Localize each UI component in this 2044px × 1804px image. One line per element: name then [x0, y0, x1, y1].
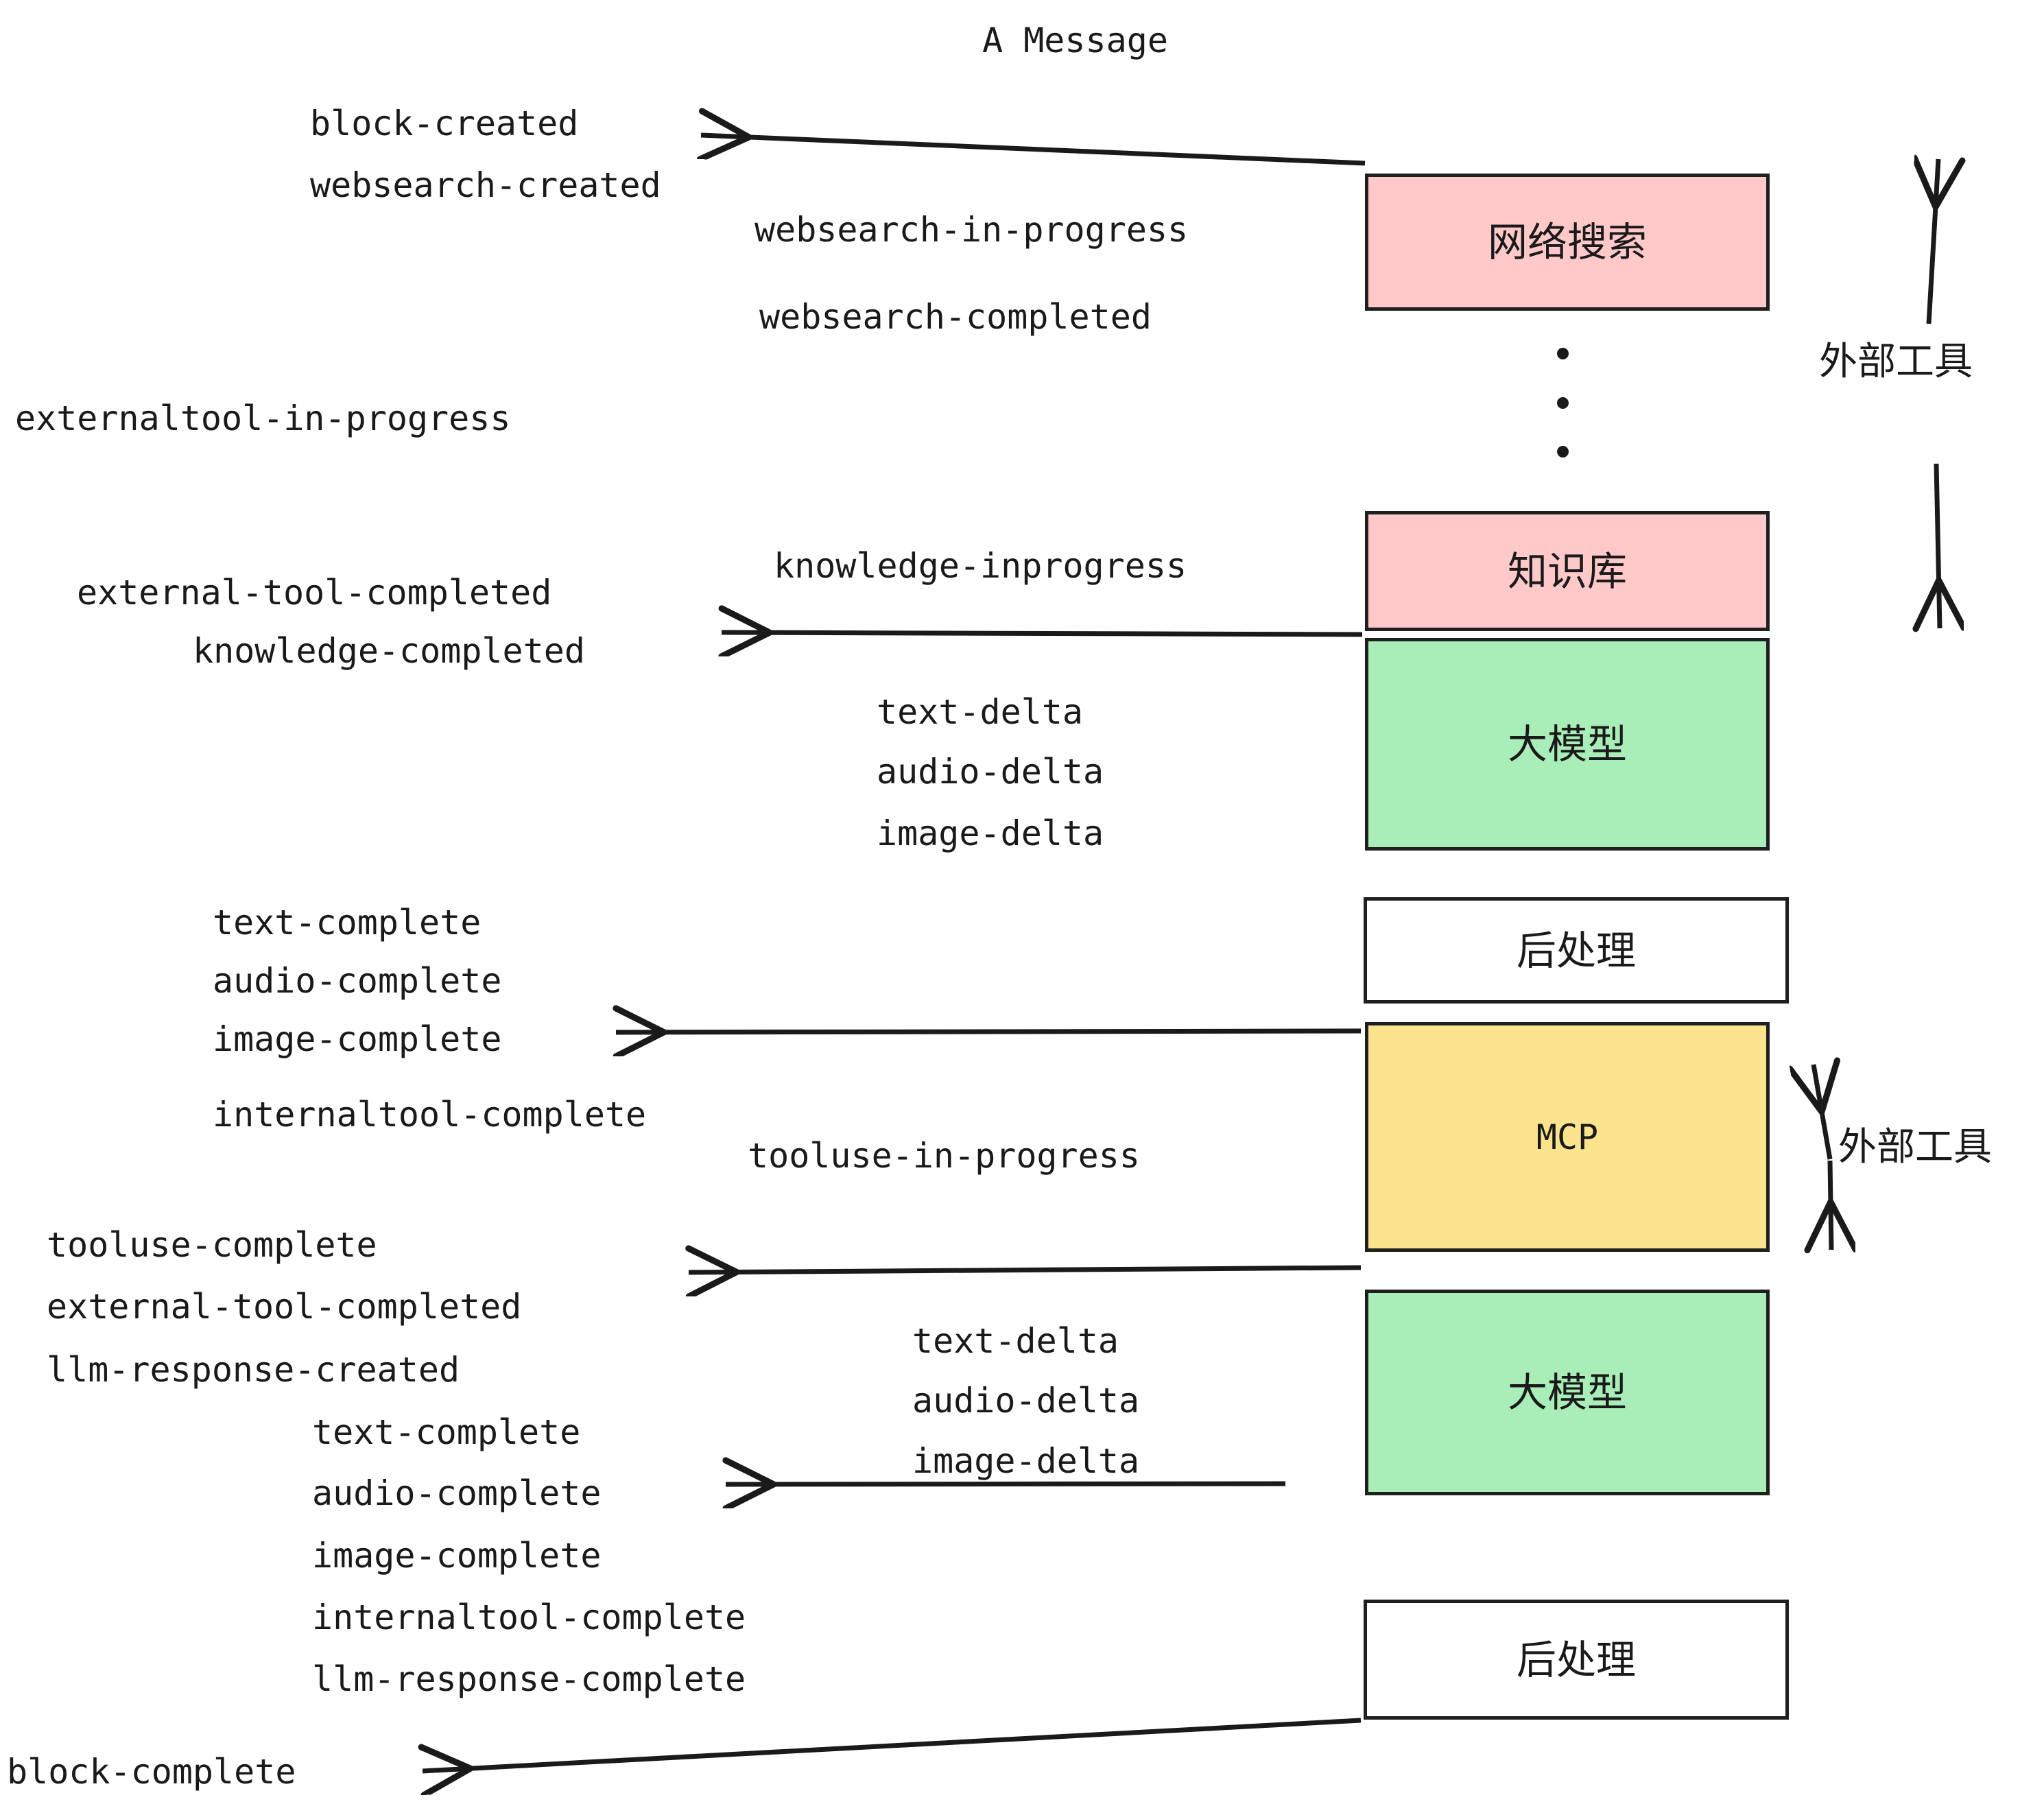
event-internaltool-complete-1: internaltool-complete	[213, 1095, 647, 1135]
event-internaltool-complete-2: internaltool-complete	[312, 1598, 746, 1637]
event-externaltool-in-progress: externaltool-in-progress	[15, 399, 511, 438]
event-text-complete-1: text-complete	[213, 903, 482, 942]
event-text-delta-1: text-delta	[877, 692, 1084, 732]
event-audio-delta-2: audio-delta	[912, 1381, 1140, 1421]
event-websearch-in-progress: websearch-in-progress	[754, 210, 1189, 250]
label-external-tool-bottom: 外部工具	[1838, 1125, 1992, 1170]
arrow-block-complete	[423, 1718, 1362, 1771]
box-postprocess-1-label: 后处理	[1516, 927, 1636, 974]
arrow-knowledge-completed	[722, 632, 1363, 634]
event-tooluse-complete: tooluse-complete	[47, 1225, 377, 1265]
event-tooluse-in-progress: tooluse-in-progress	[748, 1136, 1140, 1176]
event-llm-response-created: llm-response-created	[47, 1350, 460, 1390]
event-image-complete-1: image-complete	[213, 1019, 502, 1059]
event-text-complete-2: text-complete	[312, 1412, 581, 1452]
box-mcp[interactable]: MCP	[1365, 1022, 1770, 1252]
event-websearch-created: websearch-created	[310, 165, 661, 205]
box-llm-1[interactable]: 大模型	[1365, 638, 1770, 851]
event-llm-response-complete: llm-response-complete	[312, 1659, 746, 1699]
event-audio-delta-1: audio-delta	[877, 752, 1104, 792]
arrow-external-tool-bottom-down	[1830, 1160, 1831, 1250]
event-websearch-completed: websearch-completed	[759, 297, 1152, 337]
vertical-ellipsis	[1556, 348, 1569, 458]
box-postprocess-1[interactable]: 后处理	[1364, 897, 1789, 1004]
box-postprocess-2[interactable]: 后处理	[1364, 1600, 1789, 1720]
page-title: A Message	[982, 21, 1168, 60]
label-external-tool-top: 外部工具	[1819, 340, 1973, 384]
event-knowledge-completed: knowledge-completed	[193, 631, 585, 671]
event-image-delta-2: image-delta	[912, 1441, 1140, 1481]
arrow-image-complete	[616, 1031, 1362, 1032]
arrow-external-tool-bottom-up	[1814, 1065, 1830, 1160]
event-external-tool-completed-2: external-tool-completed	[47, 1287, 522, 1327]
event-knowledge-inprogress: knowledge-inprogress	[774, 546, 1187, 586]
event-text-delta-2: text-delta	[912, 1321, 1119, 1361]
event-block-created: block-created	[310, 104, 579, 143]
box-llm-2-label: 大模型	[1507, 1369, 1627, 1416]
box-websearch[interactable]: 网络搜索	[1365, 174, 1770, 311]
event-block-complete: block-complete	[7, 1752, 296, 1792]
event-audio-complete-1: audio-complete	[213, 961, 502, 1001]
box-llm-2[interactable]: 大模型	[1365, 1290, 1770, 1495]
box-knowledge-label: 知识库	[1507, 547, 1627, 595]
box-websearch-label: 网络搜索	[1487, 219, 1647, 265]
box-postprocess-2-label: 后处理	[1516, 1636, 1636, 1683]
box-mcp-label: MCP	[1536, 1117, 1599, 1157]
event-image-complete-2: image-complete	[312, 1536, 602, 1576]
arrow-external-tool-top-down	[1936, 463, 1940, 628]
arrow-tooluse-complete	[689, 1268, 1362, 1272]
event-audio-complete-2: audio-complete	[312, 1473, 602, 1513]
event-external-tool-completed-1: external-tool-completed	[77, 573, 552, 613]
event-image-delta-1: image-delta	[877, 814, 1104, 853]
box-llm-1-label: 大模型	[1507, 721, 1627, 768]
arrow-external-tool-top-up	[1929, 159, 1938, 324]
box-knowledge[interactable]: 知识库	[1365, 511, 1770, 631]
arrow-block-created	[701, 135, 1366, 166]
